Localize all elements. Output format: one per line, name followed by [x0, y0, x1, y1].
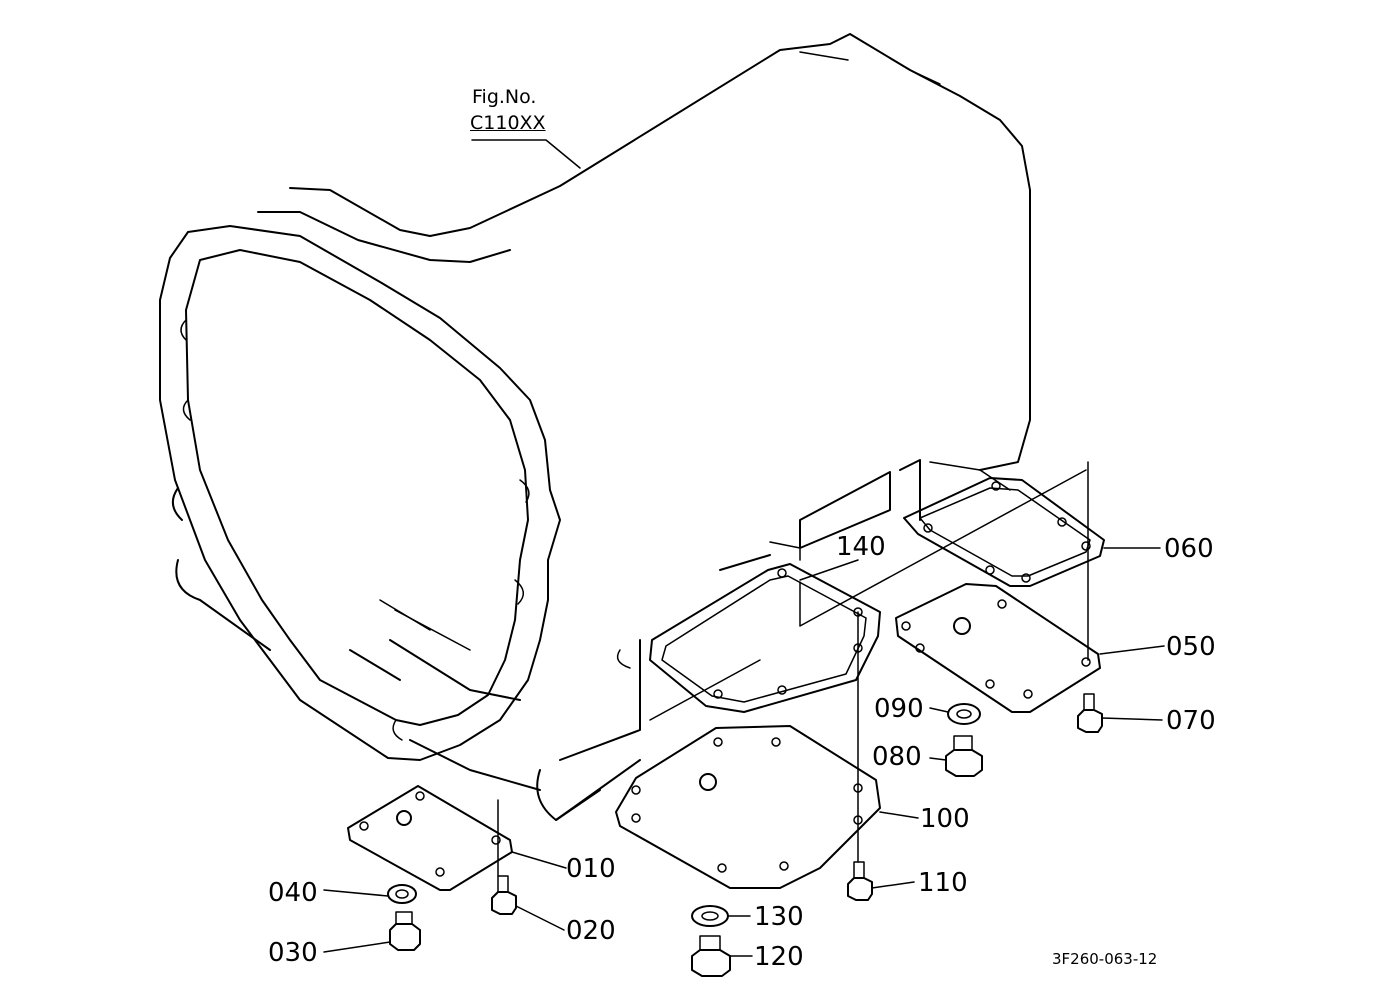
- callout-090: 090: [874, 694, 924, 724]
- callout-040: 040: [268, 878, 318, 908]
- callout-060: 060: [1164, 534, 1214, 564]
- callout-130: 130: [754, 902, 804, 932]
- callout-030: 030: [268, 938, 318, 968]
- leader-lines: [323, 139, 1165, 957]
- callout-010: 010: [566, 854, 616, 884]
- cover-050: [895, 583, 1101, 713]
- fig-number: C110XX: [470, 112, 546, 134]
- callout-070: 070: [1166, 706, 1216, 736]
- callout-050: 050: [1166, 632, 1216, 662]
- callout-140: 140: [836, 532, 886, 562]
- callout-100: 100: [920, 804, 970, 834]
- fig-label: Fig.No.: [472, 86, 537, 108]
- callout-120: 120: [754, 942, 804, 972]
- cover-100: [615, 725, 881, 889]
- drawing-code: 3F260-063-12: [1052, 950, 1158, 968]
- callout-080: 080: [872, 742, 922, 772]
- gasket-140: [649, 563, 881, 713]
- callout-110: 110: [918, 868, 968, 898]
- gasket-060: [903, 477, 1105, 587]
- callout-020: 020: [566, 916, 616, 946]
- cover-010: [347, 785, 513, 891]
- small-parts: [387, 693, 1103, 977]
- transmission-case: [159, 33, 1031, 821]
